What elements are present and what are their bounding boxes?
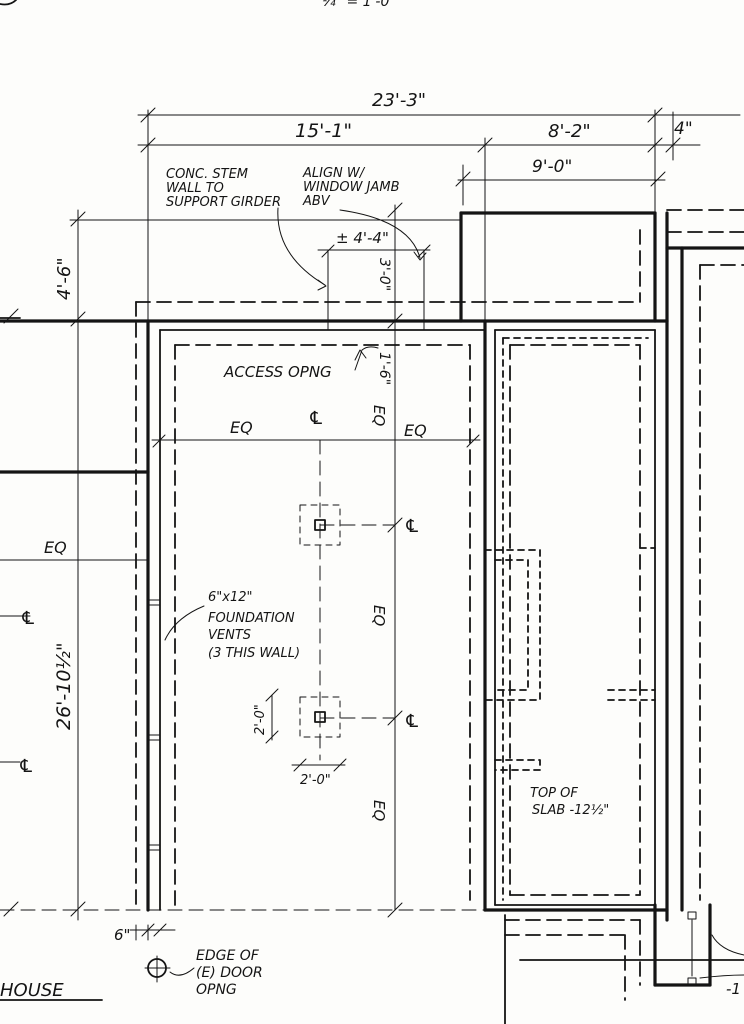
top-dimension-strings: 23'-3" 15'-1" 8'-2" 4" 9'-0" [137,90,741,331]
left-centerline-2: ℄ [18,756,34,777]
note-align-3: ABV [302,194,331,209]
dim-right-small: 4" [674,119,693,139]
dim-pier-vertical: 2'-0" [253,704,268,735]
vertical-eq-bottom: EQ [370,800,388,821]
top-eq-left: EQ [230,418,253,437]
note-align-2: WINDOW JAMB [303,180,400,195]
pier2-centerline: ℄ [404,711,420,732]
note-vents-4: (3 THIS WALL) [208,646,300,661]
scale-fragment: ¼" = 1'-0" [322,0,396,10]
note-conc-stem-3: SUPPORT GIRDER [166,195,281,210]
notes: CONC. STEM WALL TO SUPPORT GIRDER ALIGN … [0,166,744,1001]
center-grid: EQ EQ ℄ EQ ℄ ℄ EQ EQ [151,405,481,918]
house-label: HOUSE [0,980,64,1001]
dim-left-run: 15'-1" [295,120,352,142]
note-align-1: ALIGN W/ [302,166,366,181]
dim-vent-offset: ± 4'-4" [336,229,389,247]
dim-wall-offset: 6" [114,926,130,944]
note-conc-stem-1: CONC. STEM [166,167,248,182]
vertical-eq-top: EQ [370,405,388,426]
pier1-centerline: ℄ [404,516,420,537]
note-slab-2: SLAB -12½" [532,803,609,818]
dim-long-side: 26'-10½" [53,642,75,730]
note-door-2: (E) DOOR [196,965,263,981]
dim-access-width: 3'-0" [376,258,392,291]
dim-right-inner: 9'-0" [532,157,572,177]
note-conc-stem-2: WALL TO [166,181,224,196]
note-door-3: OPNG [196,982,237,998]
dim-right-run: 8'-2" [548,121,591,142]
wall-offset-dim: 6" [114,923,176,944]
left-dimension-strings: 4'-6" 26'-10½" EQ ℄ ℄ [0,209,461,921]
note-vents-2: FOUNDATION [208,611,295,626]
pier-2: 2'-0" 2'-0" [253,688,347,788]
pier-1 [299,504,341,546]
note-vents-3: VENTS [208,628,251,643]
left-eq-label: EQ [44,538,67,557]
right-edge-fragment: -1 [726,980,741,998]
left-centerline-1: ℄ [20,608,36,629]
access-opening: ± 4'-4" 3'-0" 1'-6" ACCESS OPNG [223,202,431,441]
note-slab-1: TOP OF [530,786,578,801]
note-door-1: EDGE OF [196,948,260,964]
dim-access-height: 1'-6" [376,352,392,385]
right-room-jogs [484,547,656,771]
sheet-circle-fragment [0,0,17,6]
top-eq-right: EQ [404,421,427,440]
top-centerline: ℄ [308,408,324,429]
dim-overall: 23'-3" [372,90,426,111]
access-opening-label: ACCESS OPNG [223,363,332,381]
dim-pier-horizontal: 2'-0" [300,773,331,788]
dim-side-height: 4'-6" [54,257,75,300]
vertical-eq-mid: EQ [370,605,388,626]
note-vents-1: 6"x12" [208,590,252,605]
